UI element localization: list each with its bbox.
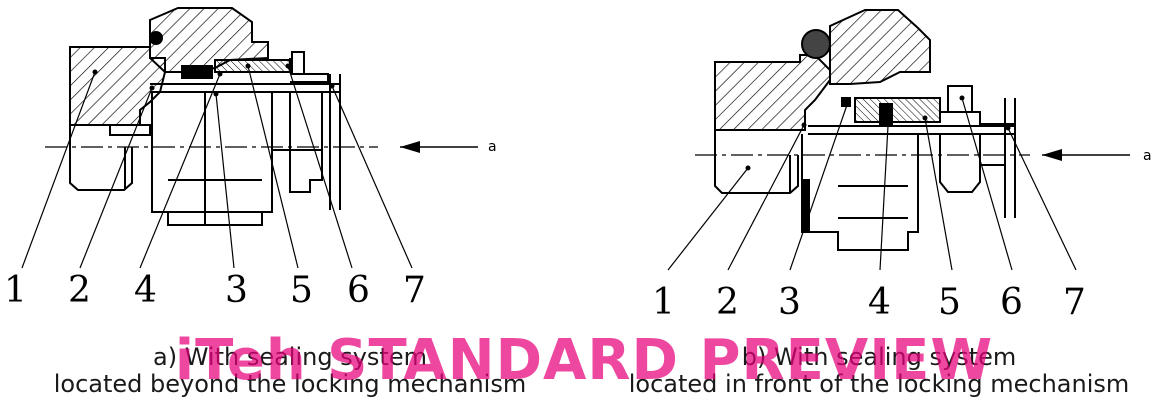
callout-a-2: 2: [68, 270, 91, 311]
callout-b-2: 2: [716, 282, 739, 323]
caption-b-line1: b) With sealing system: [741, 343, 1017, 371]
caption-a-line1: a) With sealing system: [153, 343, 427, 371]
coupling-drawings: 1 2 4 3 5 6 7 a: [4, 7, 1152, 323]
drawing-b: [667, 9, 1130, 271]
callout-a-6: 6: [347, 270, 370, 311]
flow-label-b: a: [1143, 148, 1152, 164]
callout-b-3: 3: [778, 282, 801, 323]
callouts-a: 1 2 4 3 5 6 7 a: [4, 139, 497, 311]
callout-a-1: 1: [4, 270, 27, 311]
flow-label-a: a: [488, 139, 497, 155]
caption-a: a) With sealing system located beyond th…: [0, 344, 580, 398]
caption-b: b) With sealing system located in front …: [590, 344, 1168, 398]
callout-a-4: 4: [134, 270, 157, 311]
callout-a-7: 7: [403, 270, 426, 311]
callout-b-6: 6: [1000, 282, 1023, 323]
caption-a-line2: located beyond the locking mechanism: [53, 370, 527, 398]
callout-b-1: 1: [652, 282, 675, 323]
caption-b-line2: located in front of the locking mechanis…: [628, 370, 1130, 398]
callout-b-7: 7: [1063, 282, 1086, 323]
callout-b-4: 4: [868, 282, 891, 323]
callout-a-5: 5: [290, 270, 313, 311]
callouts-b: 1 2 3 4 5 6 7 a: [652, 148, 1152, 323]
callout-a-3: 3: [225, 270, 248, 311]
drawing-a: [21, 7, 478, 269]
callout-b-5: 5: [938, 282, 961, 323]
